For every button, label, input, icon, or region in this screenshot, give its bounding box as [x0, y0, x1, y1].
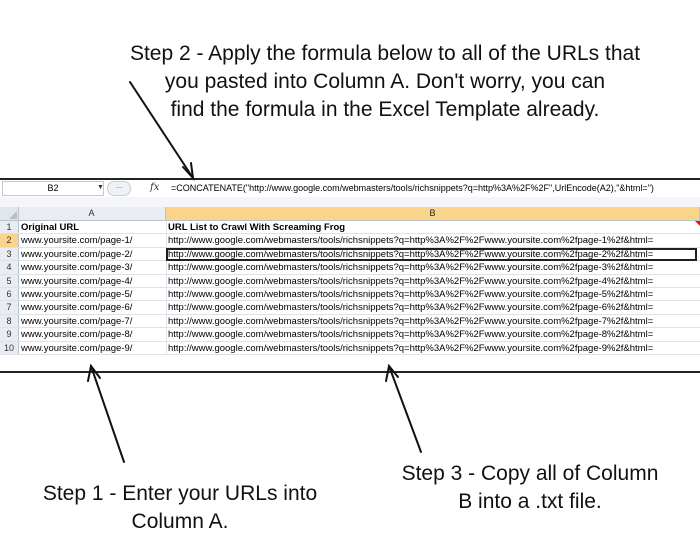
cell-a7[interactable]: www.yoursite.com/page-6/ [21, 302, 133, 314]
spreadsheet: B2 ▼ ─ fx =CONCATENATE("http://www.googl… [0, 178, 700, 373]
row-header[interactable]: 6 [0, 287, 19, 301]
column-header-b[interactable]: B [166, 207, 700, 220]
cell-b3[interactable]: http://www.google.com/webmasters/tools/r… [168, 248, 654, 260]
cell-a4[interactable]: www.yoursite.com/page-3/ [21, 262, 133, 274]
cell-b7[interactable]: http://www.google.com/webmasters/tools/r… [168, 302, 654, 314]
row-header[interactable]: 4 [0, 261, 19, 274]
table-row: 6 www.yoursite.com/page-5/ http://www.go… [0, 287, 700, 302]
table-row: 9 www.yoursite.com/page-8/ http://www.go… [0, 328, 700, 342]
row-header[interactable]: 3 [0, 247, 19, 261]
table-row: 2 www.yoursite.com/page-1/ http://www.go… [0, 234, 700, 248]
table-row: 5 www.yoursite.com/page-4/ http://www.go… [0, 274, 700, 288]
step-1-line-2: Column A. [131, 510, 229, 533]
step-3-line-2: B into a .txt file. [458, 490, 602, 513]
step-2-line-1: Step 2 - Apply the formula below to all … [129, 42, 641, 65]
step-1-arrow [90, 365, 125, 463]
step-2-line-3: find the formula in the Excel Template a… [170, 98, 600, 121]
row-header[interactable]: 5 [0, 274, 19, 287]
select-all-button[interactable] [0, 207, 19, 220]
cell-b8[interactable]: http://www.google.com/webmasters/tools/r… [168, 315, 654, 327]
step-3-caption: Step 3 - Copy all of Column B into a .tx… [365, 460, 695, 516]
table-row: 7 www.yoursite.com/page-6/ http://www.go… [0, 301, 700, 315]
step-3-line-1: Step 3 - Copy all of Column [401, 462, 659, 485]
row-header[interactable]: 7 [0, 301, 19, 314]
row-header[interactable]: 2 [0, 234, 19, 247]
table-row: 3 www.yoursite.com/page-2/ http://www.go… [0, 247, 700, 262]
row-header[interactable]: 1 [0, 221, 19, 234]
cell-a9[interactable]: www.yoursite.com/page-8/ [21, 329, 133, 341]
cell-a8[interactable]: www.yoursite.com/page-7/ [21, 315, 133, 327]
cell-grid: 1 Original URL URL List to Crawl With Sc… [0, 221, 700, 355]
fx-icon[interactable]: fx [150, 182, 160, 193]
formula-bar-collapse-icon[interactable]: ─ [107, 181, 131, 196]
cell-b5[interactable]: http://www.google.com/webmasters/tools/r… [168, 275, 654, 287]
step-2-line-2: you pasted into Column A. Don't worry, y… [164, 70, 606, 93]
cell-b1[interactable]: URL List to Crawl With Screaming Frog [168, 222, 346, 233]
cell-a5[interactable]: www.yoursite.com/page-4/ [21, 275, 133, 287]
cell-b2[interactable]: http://www.google.com/webmasters/tools/r… [168, 235, 654, 247]
step-1-line-1: Step 1 - Enter your URLs into [42, 482, 318, 505]
step-2-caption: Step 2 - Apply the formula below to all … [70, 40, 700, 124]
table-row: 10 www.yoursite.com/page-9/ http://www.g… [0, 341, 700, 355]
name-box-dropdown-icon[interactable]: ▼ [97, 184, 104, 191]
sheet-toolbar-strip [0, 197, 700, 207]
table-row: 8 www.yoursite.com/page-7/ http://www.go… [0, 314, 700, 329]
step-3-arrow [388, 365, 422, 453]
cell-b10[interactable]: http://www.google.com/webmasters/tools/r… [168, 342, 654, 354]
cell-b9[interactable]: http://www.google.com/webmasters/tools/r… [168, 329, 654, 341]
cell-a2[interactable]: www.yoursite.com/page-1/ [21, 235, 133, 247]
column-headers: A B [0, 207, 700, 221]
cell-a3[interactable]: www.yoursite.com/page-2/ [21, 248, 133, 260]
cell-a1[interactable]: Original URL [21, 222, 80, 233]
cell-b4[interactable]: http://www.google.com/webmasters/tools/r… [168, 262, 654, 274]
row-header[interactable]: 8 [0, 314, 19, 328]
comment-marker-icon [695, 221, 700, 226]
formula-input[interactable]: =CONCATENATE("http://www.google.com/webm… [171, 183, 654, 193]
row-header[interactable]: 9 [0, 328, 19, 341]
column-header-a[interactable]: A [18, 207, 166, 220]
cell-b6[interactable]: http://www.google.com/webmasters/tools/r… [168, 288, 654, 300]
cell-a10[interactable]: www.yoursite.com/page-9/ [21, 342, 133, 354]
step-2-arrow-head [182, 162, 195, 182]
table-row: 4 www.yoursite.com/page-3/ http://www.go… [0, 261, 700, 275]
name-box[interactable]: B2 [2, 181, 104, 196]
formula-bar: B2 ▼ ─ fx =CONCATENATE("http://www.googl… [0, 180, 700, 198]
cell-a6[interactable]: www.yoursite.com/page-5/ [21, 288, 133, 300]
table-row: 1 Original URL URL List to Crawl With Sc… [0, 221, 700, 235]
row-header[interactable]: 10 [0, 341, 19, 354]
step-1-caption: Step 1 - Enter your URLs into Column A. [10, 480, 350, 536]
